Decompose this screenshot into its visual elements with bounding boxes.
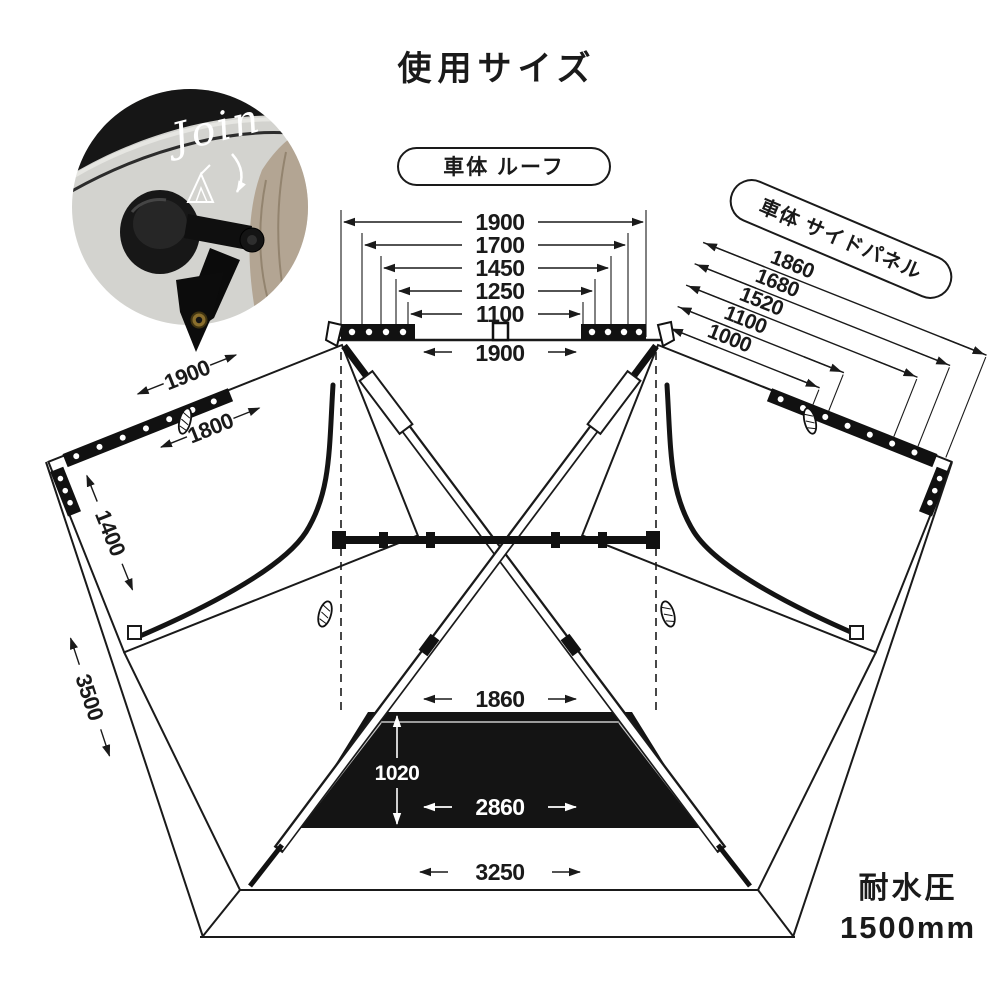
floor-surface — [296, 712, 704, 828]
rope-loop-icon — [802, 407, 818, 435]
floor-top-dimension: 1860 — [423, 686, 577, 712]
knob-bolt — [247, 235, 257, 245]
car-window — [72, 89, 308, 174]
rail-end-bracket-left — [324, 320, 344, 348]
roof-pill-label: 車体 ルーフ — [397, 147, 611, 186]
rail-end-bracket-right — [656, 320, 676, 348]
dimension-value: 1250 — [475, 278, 524, 304]
dimension-value: 1450 — [475, 255, 524, 281]
rope-loop-icon — [317, 600, 333, 628]
outer-edge-left — [45, 461, 204, 938]
dimension-value: 1860 — [475, 686, 524, 712]
right-corner-holes — [927, 475, 943, 506]
tent-doodle-inner — [195, 185, 208, 203]
left-side-panel: 1900 1800 — [47, 343, 420, 654]
pole-tip — [248, 843, 284, 888]
rail-center-slider — [491, 321, 510, 342]
pole-body — [277, 378, 633, 851]
spreader-bar — [332, 531, 660, 549]
curved-arrow-icon — [231, 153, 246, 193]
dimension-value: 2860 — [475, 794, 524, 820]
roof-pill-text: 車体 ルーフ — [443, 156, 565, 179]
roof-inner-dimension: 1900 — [423, 340, 577, 366]
pole-body — [367, 378, 723, 851]
bar-clip — [598, 532, 607, 548]
left-corner-holes — [57, 475, 73, 506]
pole-strut — [629, 343, 659, 381]
clamp-arm — [184, 214, 252, 250]
rope-loop-icon — [660, 600, 676, 628]
fabric-edge-right — [664, 382, 863, 639]
pole-strut — [341, 343, 371, 381]
fabric-crease — [277, 151, 287, 297]
floor-mat: 1020 2860 — [296, 712, 704, 828]
suction-cup-top — [133, 199, 187, 249]
fabric-edge-left — [137, 382, 336, 639]
dimension-value: 1020 — [375, 762, 420, 785]
rail-holes-left — [348, 328, 407, 336]
bar-body — [334, 536, 658, 544]
bar-cap-right — [646, 531, 660, 549]
outer-edge-right — [792, 461, 953, 938]
pole-sleeve — [586, 369, 642, 436]
dimension-value: 1900 — [475, 340, 524, 366]
roof-dimension-stack: 1900 1700 1450 1250 1100 — [340, 209, 647, 337]
rail-holes-right — [588, 328, 643, 336]
bar-clip — [426, 532, 435, 548]
corner-buckle-left — [127, 625, 142, 640]
inner-slope-left — [123, 651, 241, 891]
base-width-dimension: 3250 — [419, 859, 581, 885]
grommet-hole — [195, 316, 203, 324]
bar-clip — [551, 532, 560, 548]
skirt-corner-left — [202, 889, 241, 937]
tent-pole-right-to-left — [248, 343, 659, 888]
dimension-value: 3250 — [475, 859, 524, 885]
right-side-panel: 1860 1680 1520 1100 1000 — [580, 241, 987, 654]
side-panel-dimension-stack: 1860 1680 1520 1100 1000 — [668, 241, 987, 458]
highlight — [130, 198, 167, 213]
bar-clip — [379, 532, 388, 548]
right-panel-rail — [766, 388, 938, 468]
pole-joint — [560, 633, 582, 657]
pole-sleeve — [358, 369, 414, 436]
dimension-value: 1700 — [475, 232, 524, 258]
rope-loop-icon — [177, 407, 193, 435]
dimension-value: 1900 — [475, 209, 524, 235]
water-resistance-label: 耐水圧 — [859, 872, 958, 905]
pole-tip — [716, 843, 752, 888]
tent-pole-left-to-right — [341, 343, 752, 888]
water-resistance-value: 1500mm — [840, 910, 976, 945]
roof-rail — [324, 320, 676, 348]
rail-bar-right — [581, 324, 646, 340]
corner-buckle-right — [849, 625, 864, 640]
tent-doodle-icon — [186, 164, 215, 203]
bar-cap-left — [332, 531, 346, 549]
water-resistance: 耐水圧 1500mm — [840, 872, 976, 945]
skirt-corner-right — [757, 889, 794, 937]
inner-slope-right — [757, 651, 877, 891]
product-photo: Join — [72, 89, 308, 352]
tent-outline — [45, 461, 953, 938]
pole-joint — [418, 633, 440, 657]
right-rail-holes — [777, 396, 918, 456]
rail-bar-left — [341, 324, 415, 340]
page-title: 使用サイズ — [397, 49, 597, 88]
